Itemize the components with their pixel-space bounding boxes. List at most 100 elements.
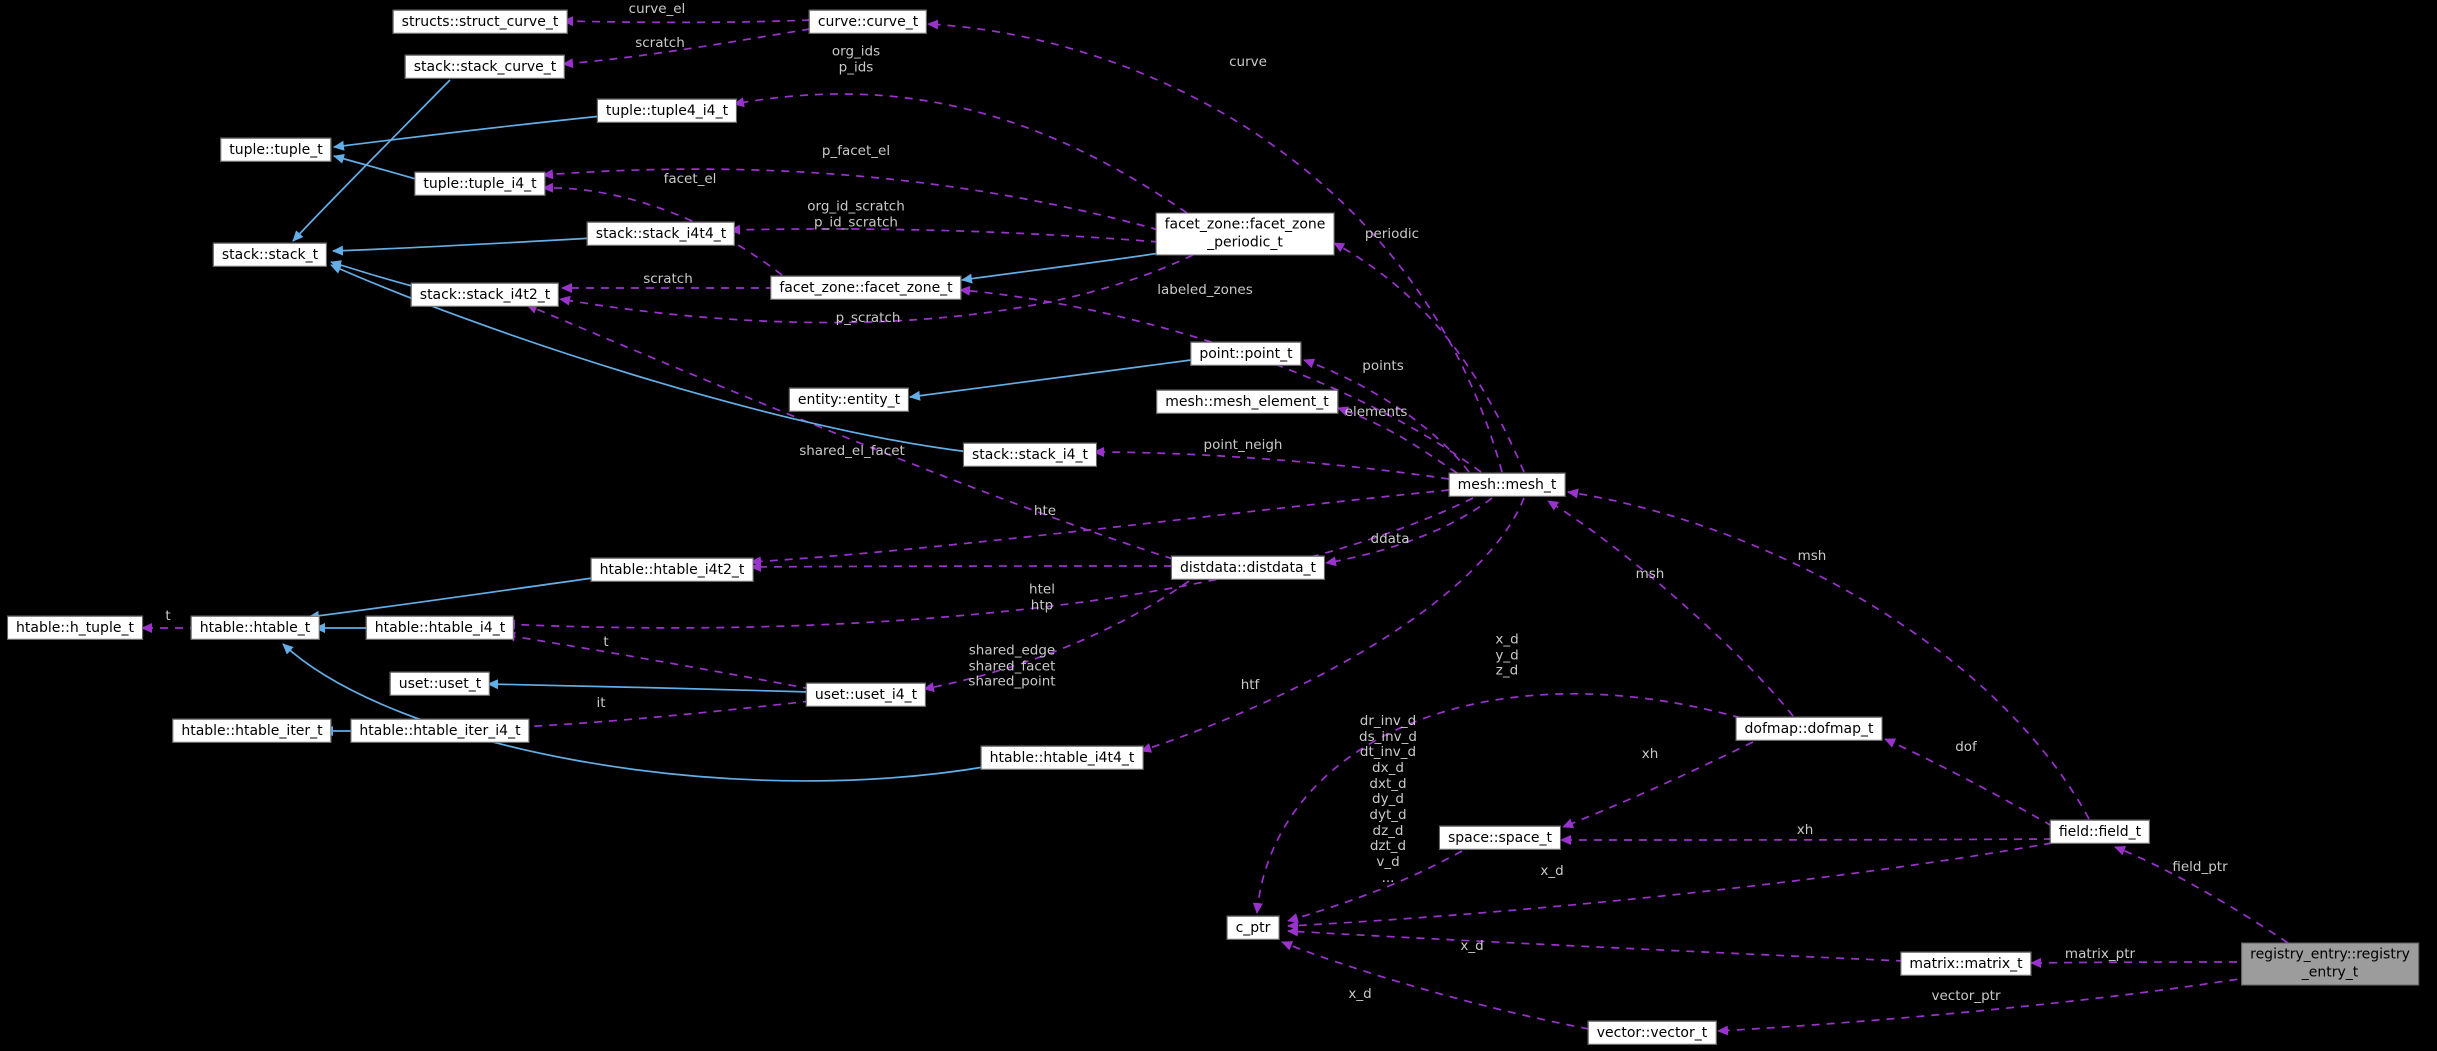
edge-uset_i4-to-htable_i4 [504, 631, 812, 690]
edge-fz_periodic-to-facet_zone [961, 251, 1168, 284]
node-space[interactable]: space::space_t [1438, 825, 1562, 851]
edge-label-dr_inv_d: dr_inv_d ds_inv_d dt_inv_d dx_d dxt_d dy… [1359, 712, 1417, 886]
edge-uset_i4-to-htable_iter_i4 [518, 700, 812, 732]
edge-label-x_d: x_d [1348, 986, 1372, 1003]
node-htable_i4[interactable]: htable::htable_i4_t [365, 615, 515, 641]
edge-label-point_neigh: point_neigh [1203, 437, 1283, 454]
edge-label-p_facet_el: p_facet_el [821, 143, 891, 160]
edge-label-msh: msh [1797, 548, 1827, 565]
edge-label-htel: htel htp [1029, 581, 1055, 613]
edge-fz_periodic-to-stack_i4t4 [729, 224, 1160, 243]
edge-label-facet_el: facet_el [663, 171, 717, 188]
node-curve[interactable]: curve::curve_t [808, 9, 928, 35]
edge-mesh-to-htable_i4 [504, 497, 1474, 630]
node-uset[interactable]: uset::uset_t [389, 671, 491, 697]
edge-label-org_id_scratch: org_id_scratch p_id_scratch [807, 198, 905, 230]
node-matrix[interactable]: matrix::matrix_t [1900, 951, 2032, 977]
node-tuple4_i4[interactable]: tuple::tuple4_i4_t [596, 98, 738, 124]
node-h_tuple[interactable]: htable::h_tuple_t [7, 615, 143, 641]
node-vector[interactable]: vector::vector_t [1587, 1020, 1717, 1046]
edge-label-x_d: x_d y_d z_d [1495, 631, 1519, 679]
edge-space-to-c_ptr [1287, 850, 1463, 923]
edge-label-dof: dof [1955, 739, 1977, 756]
node-stack[interactable]: stack::stack_t [212, 242, 328, 268]
edge-label-periodic: periodic [1364, 226, 1420, 243]
edge-matrix-to-c_ptr [1287, 926, 1905, 962]
edge-htable_i4t2-to-htable [308, 576, 601, 621]
node-htable[interactable]: htable::htable_t [190, 615, 320, 641]
node-htable_iter_i4[interactable]: htable::htable_iter_i4_t [350, 718, 530, 744]
node-mesh_element[interactable]: mesh::mesh_element_t [1156, 389, 1338, 415]
edge-registry_entry-to-vector [1717, 976, 2253, 1036]
node-facet_zone[interactable]: facet_zone::facet_zone_t [770, 275, 962, 301]
node-tuple[interactable]: tuple::tuple_t [220, 137, 332, 163]
edge-fz_periodic-to-tuple4_i4 [733, 93, 1188, 214]
edge-stack_i4-to-stack [330, 264, 970, 453]
edge-label-curve: curve [1229, 54, 1267, 71]
node-point[interactable]: point::point_t [1190, 341, 1302, 367]
node-htable_i4t2[interactable]: htable::htable_i4t2_t [590, 557, 754, 583]
node-stack_i4[interactable]: stack::stack_i4_t [962, 442, 1098, 468]
edge-mesh-to-stack_i4 [1093, 447, 1450, 480]
edge-stack_i4t4-to-stack [332, 237, 595, 256]
edge-distdata-to-stack_i4t2 [526, 304, 1174, 560]
edge-label-x_d: x_d [1460, 938, 1484, 955]
node-entity[interactable]: entity::entity_t [788, 387, 910, 413]
node-dofmap[interactable]: dofmap::dofmap_t [1735, 716, 1883, 742]
edge-label-xh: xh [1641, 746, 1659, 763]
edge-field-to-mesh [1567, 488, 2090, 820]
edge-label-org_ids: org_ids p_ids [831, 43, 881, 75]
edge-label-matrix_ptr: matrix_ptr [2064, 946, 2136, 963]
edge-label-htf: htf [1240, 677, 1260, 694]
edge-label-shared_el_facet: shared_el_facet [799, 443, 905, 460]
edge-field-to-space [1560, 834, 2053, 845]
edge-label-shared_edge: shared_edge shared_facet shared_point [968, 642, 1056, 690]
edge-tuple4_i4-to-tuple [333, 115, 603, 151]
edge-dofmap-to-c_ptr [1252, 692, 1742, 914]
edge-label-ddata: ddata [1370, 531, 1410, 548]
edge-mesh-to-facet_zone [959, 285, 1482, 473]
edge-mesh-to-htable_i4t2 [750, 489, 1450, 567]
edge-mesh-to-fz_periodic [1333, 242, 1525, 473]
edge-field-to-c_ptr [1287, 842, 2053, 931]
edge-curve-to-stack_curve [562, 28, 811, 69]
edge-label-t: t [165, 608, 171, 625]
edge-uset_i4-to-uset [487, 679, 812, 693]
edge-label-curve_el: curve_el [628, 1, 686, 18]
edge-vector-to-c_ptr [1281, 941, 1590, 1030]
edge-field-to-dofmap [1884, 738, 2053, 827]
edge-dofmap-to-mesh [1547, 500, 1794, 717]
node-stack_curve[interactable]: stack::stack_curve_t [404, 54, 566, 80]
node-mesh[interactable]: mesh::mesh_t [1448, 472, 1566, 498]
edge-facet_zone-to-tuple_i4 [542, 182, 783, 276]
node-tuple_i4[interactable]: tuple::tuple_i4_t [414, 171, 546, 197]
node-registry_entry[interactable]: registry_entry::registry _entry_t [2241, 942, 2419, 986]
node-field[interactable]: field::field_t [2049, 819, 2151, 845]
node-distdata[interactable]: distdata::distdata_t [1170, 555, 1326, 581]
edge-fz_periodic-to-tuple_i4 [542, 168, 1160, 231]
edge-htable_i4t4-to-htable [282, 643, 991, 782]
edge-mesh-to-curve [927, 19, 1503, 473]
edge-label-scratch: scratch [643, 271, 693, 288]
edge-label-elements: elements [1344, 404, 1408, 421]
edge-label-scratch: scratch [635, 35, 685, 52]
edge-distdata-to-uset_i4 [923, 580, 1190, 693]
edge-mesh-to-htable_i4t4 [1140, 497, 1525, 753]
node-stack_i4t4[interactable]: stack::stack_i4t4_t [586, 221, 736, 247]
edge-tuple_i4-to-tuple [333, 153, 420, 181]
node-uset_i4[interactable]: uset::uset_i4_t [805, 682, 927, 708]
edge-label-xh: xh [1796, 822, 1814, 839]
edge-curve-to-struct_curve [562, 16, 811, 27]
node-struct_curve[interactable]: structs::struct_curve_t [392, 9, 568, 35]
node-stack_i4t2[interactable]: stack::stack_i4t2_t [410, 282, 560, 308]
node-htable_iter[interactable]: htable::htable_iter_t [172, 718, 332, 744]
edge-label-vector_ptr: vector_ptr [1931, 988, 2001, 1005]
node-fz_periodic[interactable]: facet_zone::facet_zone _periodic_t [1155, 212, 1335, 256]
edge-registry_entry-to-matrix [2030, 957, 2253, 968]
edge-label-x_d: x_d [1540, 863, 1564, 880]
edge-label-msh: msh [1635, 566, 1665, 583]
node-htable_i4t4[interactable]: htable::htable_i4t4_t [980, 745, 1144, 771]
node-c_ptr[interactable]: c_ptr [1226, 915, 1280, 941]
